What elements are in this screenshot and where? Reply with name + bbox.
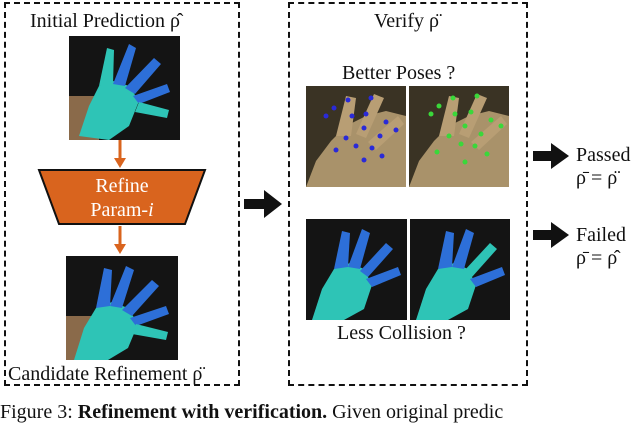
passed-label: Passed: [576, 144, 631, 166]
passed-equation: ρ̄ = ρ̈: [576, 167, 618, 189]
failed-label: Failed: [576, 224, 626, 246]
caption-rest: Given original predic: [327, 401, 504, 423]
arrow-down-icon: [114, 226, 126, 254]
collision-initial-image: [306, 219, 407, 320]
caption-bold: Refinement with verification.: [77, 401, 328, 423]
arrow-right-icon: [533, 222, 569, 248]
verify-title: Verify ρ̈: [374, 10, 439, 32]
figure-caption: Figure 3: Refinement with verification. …: [0, 401, 503, 424]
collision-refined-image: [410, 219, 510, 320]
arrow-right-icon: [533, 143, 569, 169]
initial-prediction-title: Initial Prediction ρ̂: [30, 10, 180, 32]
arrow-right-icon: [244, 190, 282, 218]
refine-block: [37, 169, 207, 225]
failed-equation: ρ̄ = ρ̂: [576, 247, 618, 269]
candidate-refinement-label: Candidate Refinement ρ̈: [8, 363, 203, 385]
candidate-hand-image: [66, 256, 178, 360]
keypoints-initial-image: [306, 86, 406, 187]
refine-param-text: Param-: [90, 199, 149, 221]
refine-label: Refine: [95, 175, 149, 197]
initial-panel: [4, 2, 240, 386]
refine-param-index: i: [148, 199, 154, 221]
keypoints-refined-image: [409, 86, 509, 187]
arrow-down-icon: [114, 140, 126, 168]
initial-hand-image: [69, 36, 180, 140]
verify-panel: [288, 2, 528, 386]
less-collision-label: Less Collision ?: [337, 322, 466, 344]
refine-param-label: Param-i: [37, 199, 207, 221]
better-poses-label: Better Poses ?: [342, 62, 456, 84]
caption-prefix: Figure 3:: [0, 401, 78, 423]
